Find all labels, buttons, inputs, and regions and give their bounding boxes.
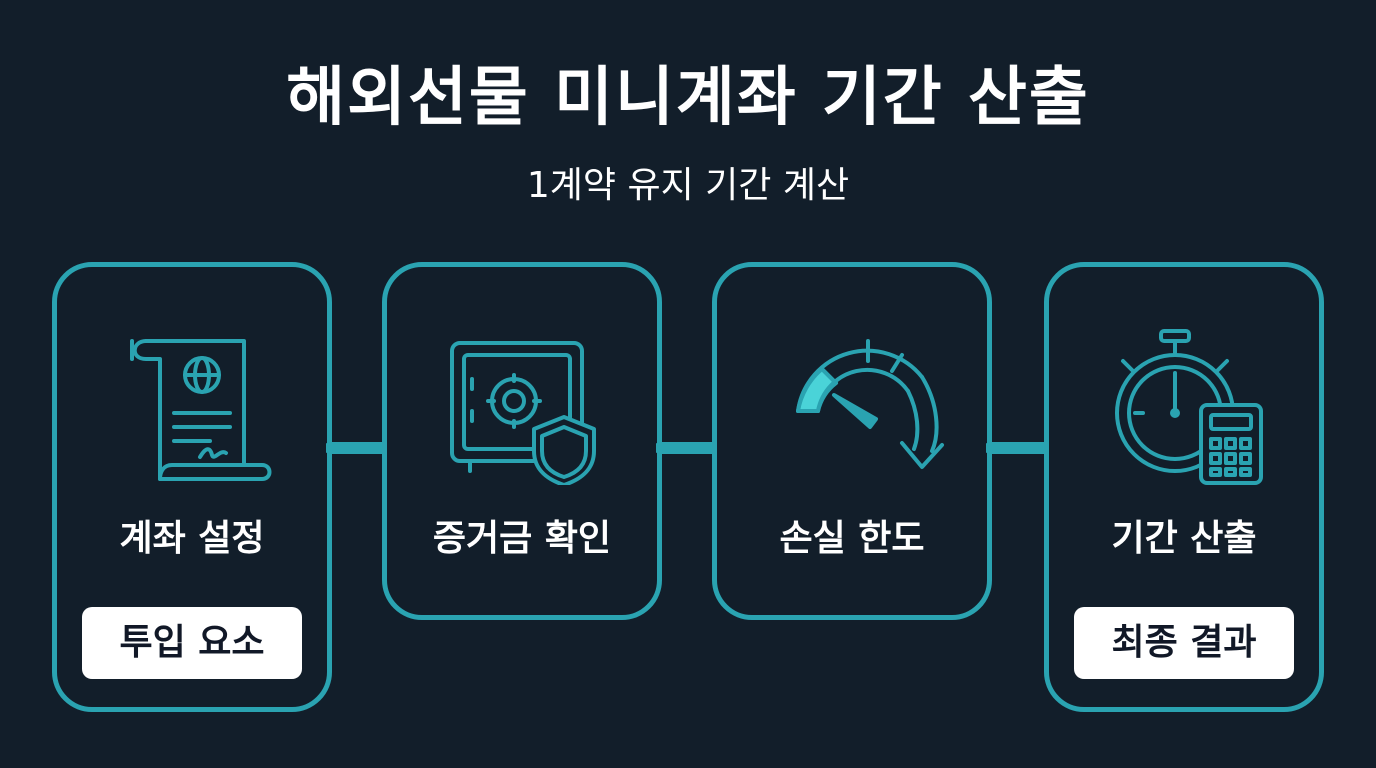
- page-subtitle: 1계약 유지 기간 계산: [526, 165, 850, 206]
- final-result-badge: 최종 결과: [1074, 607, 1294, 679]
- gauge-down-arrow-icon: [796, 339, 944, 469]
- step-label: 계좌 설정: [119, 518, 265, 559]
- step-card-loss-limit: 손실 한도: [712, 262, 992, 620]
- step-card-account-setup: 계좌 설정 투입 요소: [52, 262, 332, 712]
- step-card-margin-check: 증거금 확인: [382, 262, 662, 620]
- step-label: 기간 산출: [1111, 518, 1257, 559]
- input-factors-badge: 투입 요소: [82, 607, 302, 679]
- safe-shield-icon: [450, 341, 596, 485]
- contract-scroll-globe-icon: [130, 339, 272, 481]
- step-label: 손실 한도: [779, 518, 925, 559]
- step-label: 증거금 확인: [432, 518, 612, 559]
- stopwatch-calculator-icon: [1115, 329, 1263, 485]
- step-card-period-calculation: 기간 산출 최종 결과: [1044, 262, 1324, 712]
- page-title: 해외선물 미니계좌 기간 산출: [286, 61, 1090, 135]
